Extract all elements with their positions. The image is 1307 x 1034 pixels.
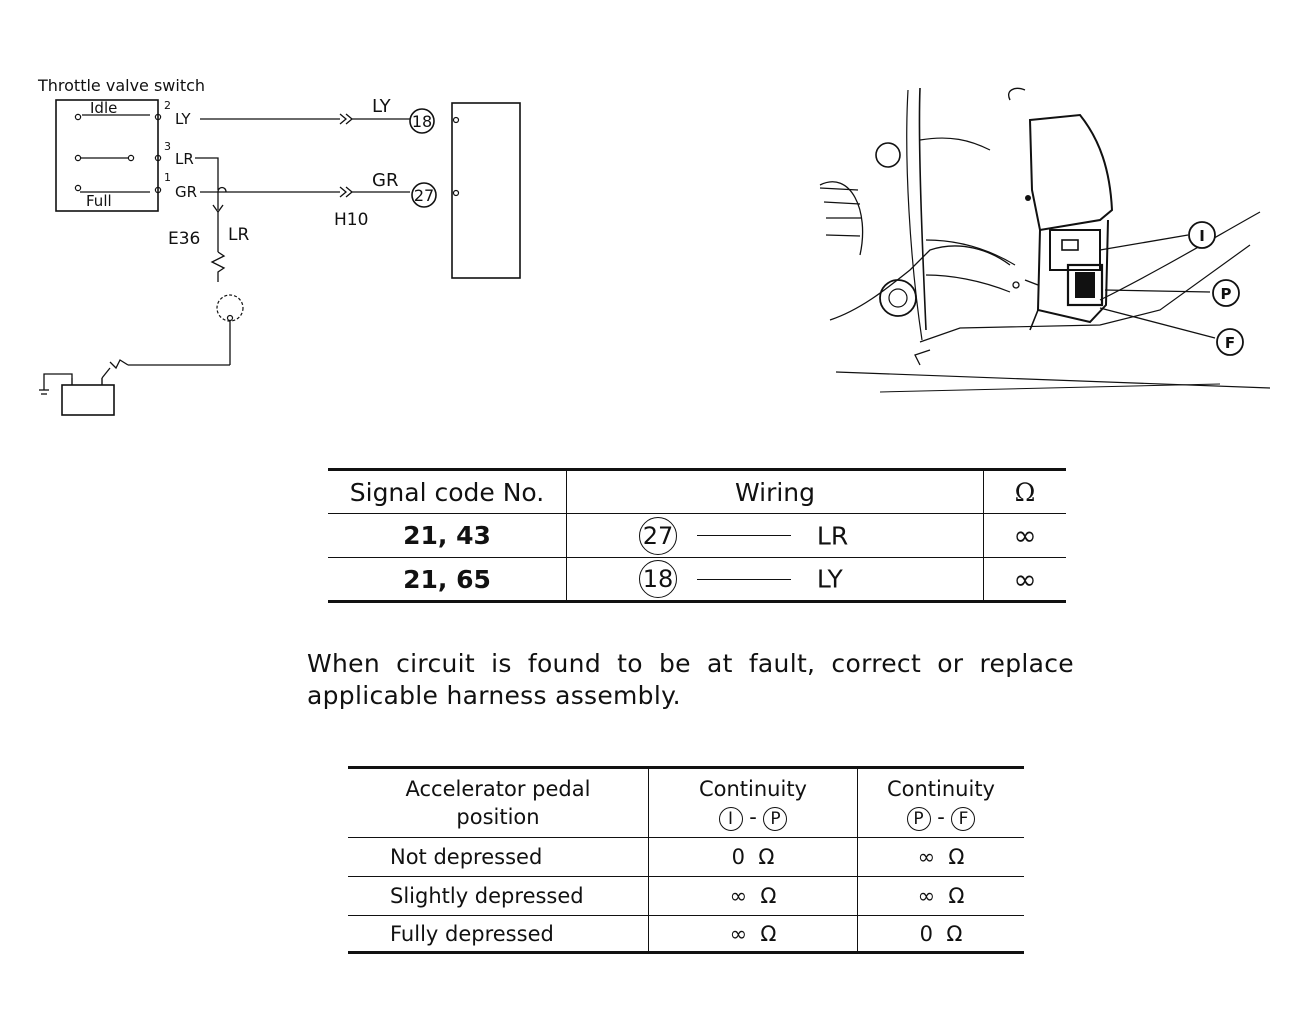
signal-code-cell: 21, 43 [328, 513, 567, 558]
table-row: 21, 43 27 LR ∞ [328, 513, 1066, 558]
terminal-p-circle: P [906, 807, 931, 831]
wiring-header: Wiring [566, 469, 984, 514]
bolt-head [879, 279, 917, 317]
right-gr-label: GR [372, 170, 398, 191]
terminal-18-circle: 18 [639, 560, 677, 598]
wire-dash [696, 535, 791, 536]
connector-e36-label: E36 [168, 229, 200, 249]
terminal-18-circle [409, 108, 435, 134]
callout-i-circle [1188, 221, 1216, 249]
connector-h10-label: H10 [334, 210, 368, 230]
table-row: 21, 65 18 LY ∞ [328, 557, 1066, 602]
wire-color: LR [816, 521, 849, 550]
continuity-pf-terminals: P - F [859, 803, 1023, 831]
resistance-cell: ∞ [983, 513, 1066, 558]
callout-p-label: P [1221, 285, 1232, 303]
signal-code-cell: 21, 65 [328, 557, 567, 602]
terminal-p-circle: P [763, 807, 788, 831]
wiring-cell: 27 LR [566, 513, 984, 558]
table-row: Not depressed 0 Ω ∞ Ω [348, 837, 1024, 877]
signal-code-header: Signal code No. [328, 469, 567, 514]
wire-dash [696, 578, 791, 580]
terminal-f-circle: F [951, 807, 976, 831]
wiring-cell: 18 LY [566, 557, 984, 602]
continuity-pf-header: Continuity P - F [857, 767, 1024, 838]
fault-note: When circuit is found to be at fault, co… [307, 649, 1074, 710]
continuity-pf-title: Continuity [886, 777, 995, 801]
pedal-position-cell: Slightly depressed [348, 876, 649, 916]
continuity-ip-title: Continuity [698, 777, 807, 801]
continuity-ip-header: Continuity I - P [648, 767, 858, 838]
continuity-pf-cell: 0 Ω [919, 921, 963, 946]
pin-3: 3 [164, 140, 171, 153]
table-row: Fully depressed ∞ Ω 0 Ω [348, 915, 1024, 953]
continuity-ip-cell: ∞ Ω [648, 915, 858, 953]
battery-symbol [61, 384, 115, 416]
pin-2: 2 [164, 99, 171, 112]
terminal-27-circle [411, 182, 437, 208]
full-label: Full [86, 192, 112, 210]
switch-title: Throttle valve switch [37, 76, 205, 95]
wire-color: LY [816, 564, 843, 594]
continuity-ip-cell: 0 Ω [648, 837, 858, 877]
continuity-pf-cell: ∞ Ω [857, 837, 1024, 877]
callout-f-circle [1216, 328, 1244, 356]
ohm-header: Ω [983, 469, 1066, 514]
pedal-position-cell: Fully depressed [348, 915, 649, 953]
wire-ly-label: LY [175, 110, 191, 128]
wire-lr-label: LR [175, 150, 194, 168]
terminal-27-label: 27 [414, 186, 434, 205]
callout-f-label: F [1225, 334, 1235, 352]
pedal-position-cell: Not depressed [348, 837, 649, 877]
throttle-switch-schematic: Throttle valve switch Idle Full 2 3 1 LY… [37, 76, 521, 416]
terminal-18-label: 18 [412, 112, 432, 131]
continuity-pf-cell: ∞ Ω [857, 876, 1024, 916]
branch-lr-label: LR [228, 225, 249, 245]
right-ly-label: LY [372, 96, 392, 117]
continuity-table: Accelerator pedal position Continuity I … [348, 766, 1024, 954]
terminal-27-circle: 27 [639, 516, 677, 555]
switch-location-illustration: I P F [819, 87, 1270, 393]
continuity-ip-cell: ∞ Ω [648, 876, 858, 916]
pedal-position-header: Accelerator pedal position [348, 767, 649, 838]
control-unit-box [451, 102, 521, 279]
resistance-cell: ∞ [1013, 562, 1037, 596]
idle-label: Idle [90, 99, 117, 117]
continuity-ip-terminals: I - P [650, 803, 856, 831]
callout-p-circle [1212, 279, 1240, 307]
wire-gr-label: GR [175, 183, 197, 201]
table-row: Slightly depressed ∞ Ω ∞ Ω [348, 876, 1024, 916]
callout-i-label: I [1199, 227, 1205, 245]
terminal-i-circle: I [718, 807, 743, 831]
pin-1: 1 [164, 171, 171, 184]
signal-code-table: Signal code No. Wiring Ω 21, 43 27 LR ∞ … [328, 468, 1066, 603]
